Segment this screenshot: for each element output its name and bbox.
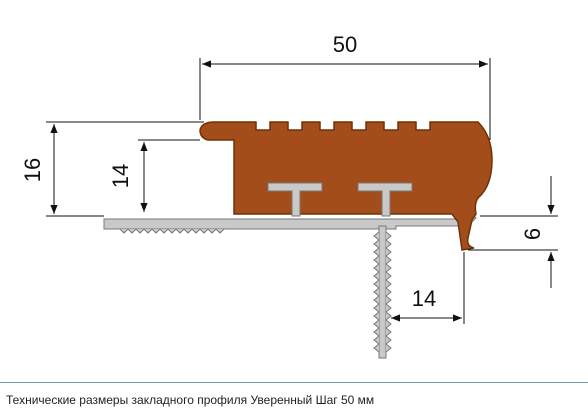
rubber-profile bbox=[199, 121, 493, 251]
dimension-height-inner: 14 bbox=[108, 139, 200, 212]
base-serration bbox=[119, 228, 225, 234]
dimension-label-height-inner: 14 bbox=[108, 164, 133, 188]
profile-drawing: 50 16 14 6 14 bbox=[20, 32, 558, 359]
dimension-label-width: 50 bbox=[333, 32, 357, 57]
dimension-height-nose: 6 bbox=[468, 176, 558, 288]
t-connector-right bbox=[357, 182, 413, 217]
dimension-width: 50 bbox=[199, 32, 491, 140]
stem-serration bbox=[373, 231, 380, 353]
dimension-height-total: 16 bbox=[20, 121, 204, 217]
aluminum-base bbox=[103, 213, 477, 234]
t-connector-left bbox=[267, 182, 323, 217]
dimension-anchor-offset: 14 bbox=[391, 252, 465, 324]
caption-bar: Технические размеры закладного профиля У… bbox=[0, 382, 588, 413]
anchor-stem bbox=[373, 225, 392, 359]
caption-text: Технические размеры закладного профиля У… bbox=[6, 393, 375, 407]
dimension-label-height-nose: 6 bbox=[520, 228, 545, 240]
dimension-label-height-total: 16 bbox=[20, 158, 45, 182]
dimension-label-anchor-offset: 14 bbox=[412, 286, 436, 311]
